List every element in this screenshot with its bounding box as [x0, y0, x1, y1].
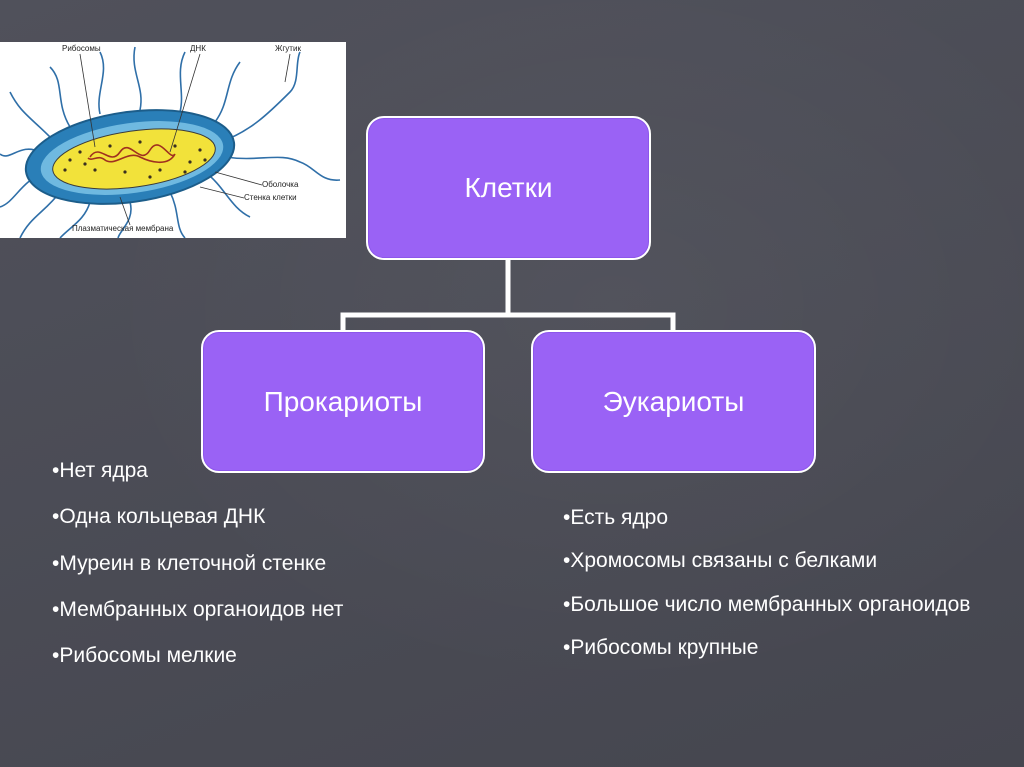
list-item: •Мембранных органоидов нет — [52, 597, 344, 621]
prokaryotes-node: Прокариоты — [201, 330, 485, 473]
eukaryotes-node-label: Эукариоты — [602, 385, 745, 417]
dna-label: ДНК — [190, 44, 206, 53]
plasma-membrane-label: Плазматическая мембрана — [72, 224, 174, 233]
list-item: •Муреин в клеточной стенке — [52, 551, 327, 575]
prokaryotes-traits-list: •Нет ядра •Одна кольцевая ДНК •Муреин в … — [52, 458, 472, 689]
eukaryotes-node: Эукариоты — [531, 330, 816, 473]
flagellum-label: Жгутик — [275, 44, 301, 53]
list-item: •Нет ядра — [52, 459, 148, 482]
list-item: •Есть ядро — [563, 506, 668, 529]
ribosomes-label: Рибосомы — [62, 44, 101, 53]
bacterium-drawing — [0, 46, 341, 238]
list-item: •Хромосомы связаны с белками — [563, 549, 878, 573]
list-item: •Рибосомы крупные — [563, 635, 759, 659]
capsule-label: Оболочка — [262, 180, 299, 189]
cells-node-label: Клетки — [464, 172, 553, 203]
list-item: •Рибосомы мелкие — [52, 644, 237, 667]
prokaryotes-node-label: Прокариоты — [263, 385, 423, 417]
bacterium-illustration: Рибосомы ДНК Жгутик Оболочка Стенка клет… — [0, 42, 346, 238]
cells-node: Клетки — [366, 116, 651, 260]
eukaryotes-traits-list: •Есть ядро •Хромосомы связаны с белками … — [563, 505, 983, 678]
list-item: •Большое число мембранных органоидов — [563, 592, 971, 616]
cell-wall-label: Стенка клетки — [244, 193, 297, 202]
list-item: •Одна кольцевая ДНК — [52, 505, 266, 529]
